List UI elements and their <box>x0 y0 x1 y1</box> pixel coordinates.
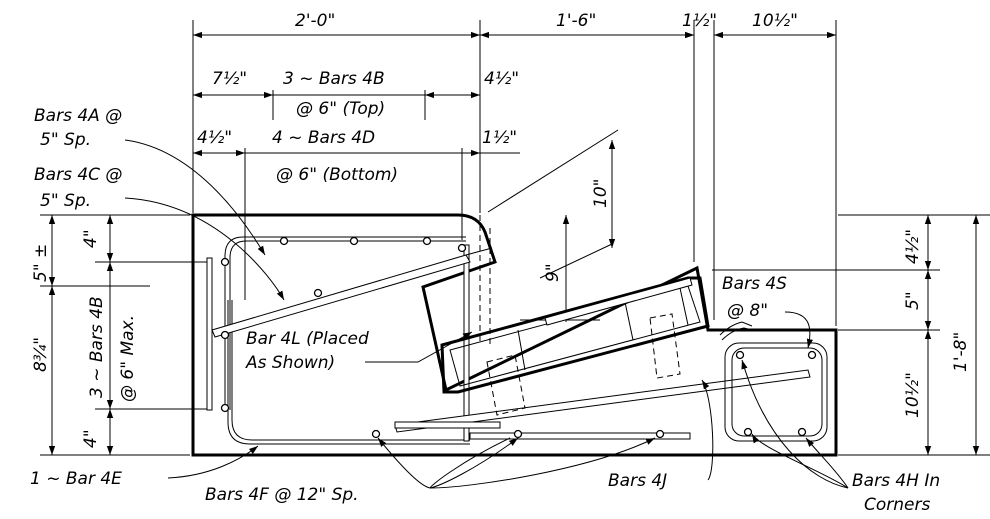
dim-7-5: 7½" <box>212 69 247 89</box>
bars-4b-vertical-spacing: @ 6" Max. <box>118 315 138 402</box>
callout-text: 3 ~ Bars 4B @ 6" (Top) 4 ~ Bars 4D @ 6" … <box>30 69 940 515</box>
bars-4b-vertical-label: 3 ~ Bars 4B <box>87 296 107 398</box>
bar-4l-note: As Shown) <box>245 353 335 373</box>
dim-9-rise: 9" <box>543 263 563 282</box>
bars-4d-label: 4 ~ Bars 4D <box>272 128 375 148</box>
bars-4h-label: Bars 4H In <box>852 471 940 491</box>
dim-right-5: 5" <box>903 291 923 310</box>
bars-4a-label: Bars 4A @ <box>34 106 122 126</box>
bars-4h-note: Corners <box>864 495 930 515</box>
bars-4b-label: 3 ~ Bars 4B <box>283 69 385 89</box>
bar-4l-label: Bar 4L (Placed <box>246 329 369 349</box>
dim-left-8-75: 8¾" <box>31 337 51 372</box>
dim-2-0: 2'-0" <box>295 11 335 31</box>
bars-4s-label: Bars 4S <box>722 274 787 294</box>
bars-4a-spacing: 5" Sp. <box>40 130 91 150</box>
dim-10-rise: 10" <box>591 179 611 208</box>
dim-left-4: 4" <box>81 229 101 248</box>
bar-4e-label: 1 ~ Bar 4E <box>30 469 122 489</box>
dim-4-5-top: 4½" <box>484 69 519 89</box>
dim-1-5-bottom: 1½" <box>482 128 517 148</box>
extension-lines <box>40 20 990 456</box>
hidden-lines <box>479 215 681 416</box>
bars-4j-label: Bars 4J <box>608 471 667 491</box>
dim-1-5-top: 1½" <box>682 11 717 31</box>
dim-10-5-top: 10½" <box>752 11 798 31</box>
bar-sections <box>220 236 817 439</box>
bars-4c-label: Bars 4C @ <box>34 165 122 185</box>
dim-4-5-bottom: 4½" <box>197 128 232 148</box>
concrete-outline <box>191 213 838 457</box>
dim-right-10-5: 10½" <box>903 372 923 418</box>
dim-left-5pm: 5" ± <box>31 244 51 282</box>
dimension-lines <box>48 31 980 455</box>
dim-left-4-bottom: 4" <box>81 429 101 448</box>
dim-right-4-5: 4½" <box>903 229 923 264</box>
bars-4c-spacing: 5" Sp. <box>40 191 91 211</box>
bars-4d-spacing: @ 6" (Bottom) <box>276 165 398 185</box>
bars-4f-label: Bars 4F @ 12" Sp. <box>205 485 359 505</box>
bars-4b-spacing: @ 6" (Top) <box>296 99 385 119</box>
dim-1-6: 1'-6" <box>556 11 596 31</box>
leader-lines <box>124 139 849 489</box>
bars-4s-spacing: @ 8" <box>727 301 768 321</box>
dimension-text: 2'-0" 1'-6" 1½" 10½" 7½" 4½" 4½" 1½" 10"… <box>31 11 971 448</box>
dim-height-1-8: 1'-8" <box>951 332 971 372</box>
